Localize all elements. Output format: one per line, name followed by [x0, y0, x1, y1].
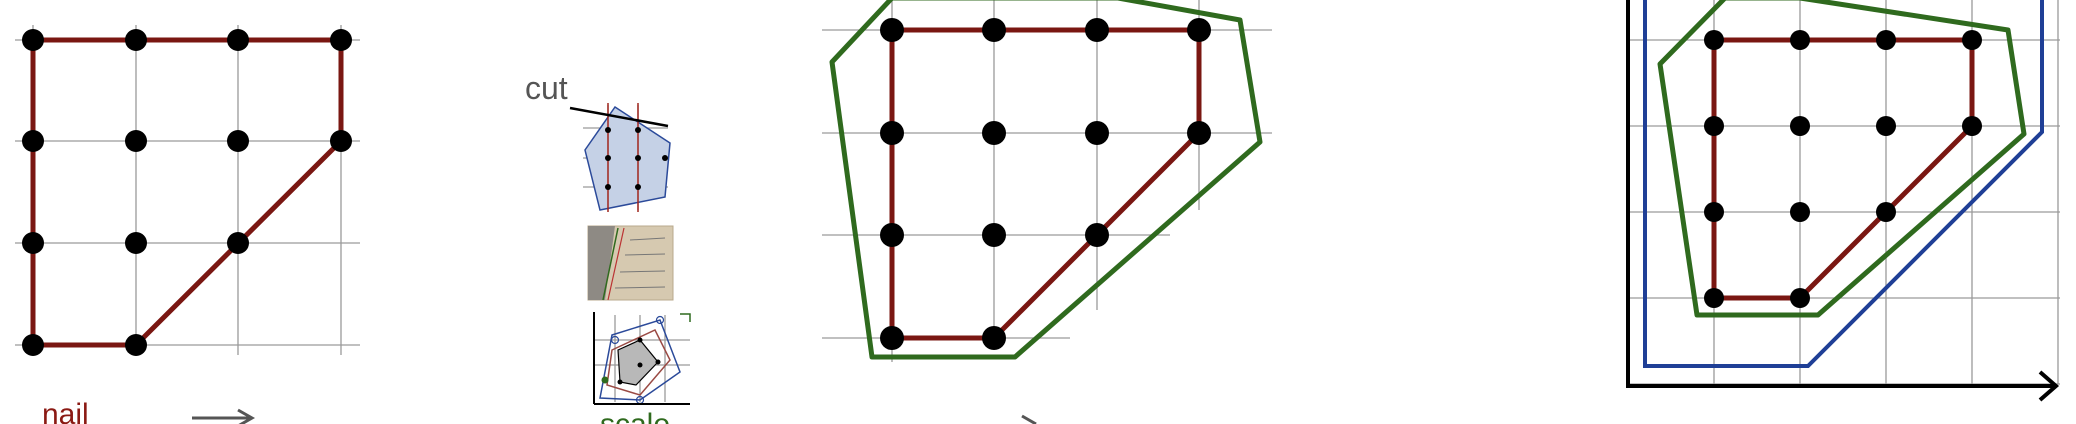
label-cut: cut	[525, 70, 568, 106]
panel-axes-dots	[1704, 30, 1982, 308]
nail-polygon-small	[1711, 37, 1975, 301]
label-scale: scale	[600, 408, 670, 424]
panel-axes	[1626, 0, 2060, 402]
nail-polygon	[30, 37, 344, 348]
nail-polygon-large	[889, 27, 1202, 341]
hull-polygon-small	[1657, 0, 2027, 318]
axes	[1626, 0, 2060, 402]
x-axis-arrow-icon	[2038, 370, 2060, 402]
thumbnail-photo	[587, 225, 674, 301]
hull-polygon	[829, 0, 1263, 360]
outer-polygon	[1643, 0, 2044, 368]
panel-axes-grid	[1628, 0, 2060, 385]
panel-thumbnails: cut	[525, 70, 691, 424]
panel-nail: nail	[15, 25, 360, 424]
arrow-right-icon	[1021, 414, 1037, 424]
arrow-right-icon	[192, 408, 256, 424]
thumbnail-cut	[569, 103, 671, 212]
label-nail: nail	[42, 398, 89, 424]
panel-hull-dots	[880, 18, 1211, 350]
panel-hull	[822, 0, 1272, 424]
panel-nail-grid	[15, 25, 360, 355]
panel-nail-dots	[22, 29, 352, 356]
thumbnail-scale	[593, 312, 691, 405]
